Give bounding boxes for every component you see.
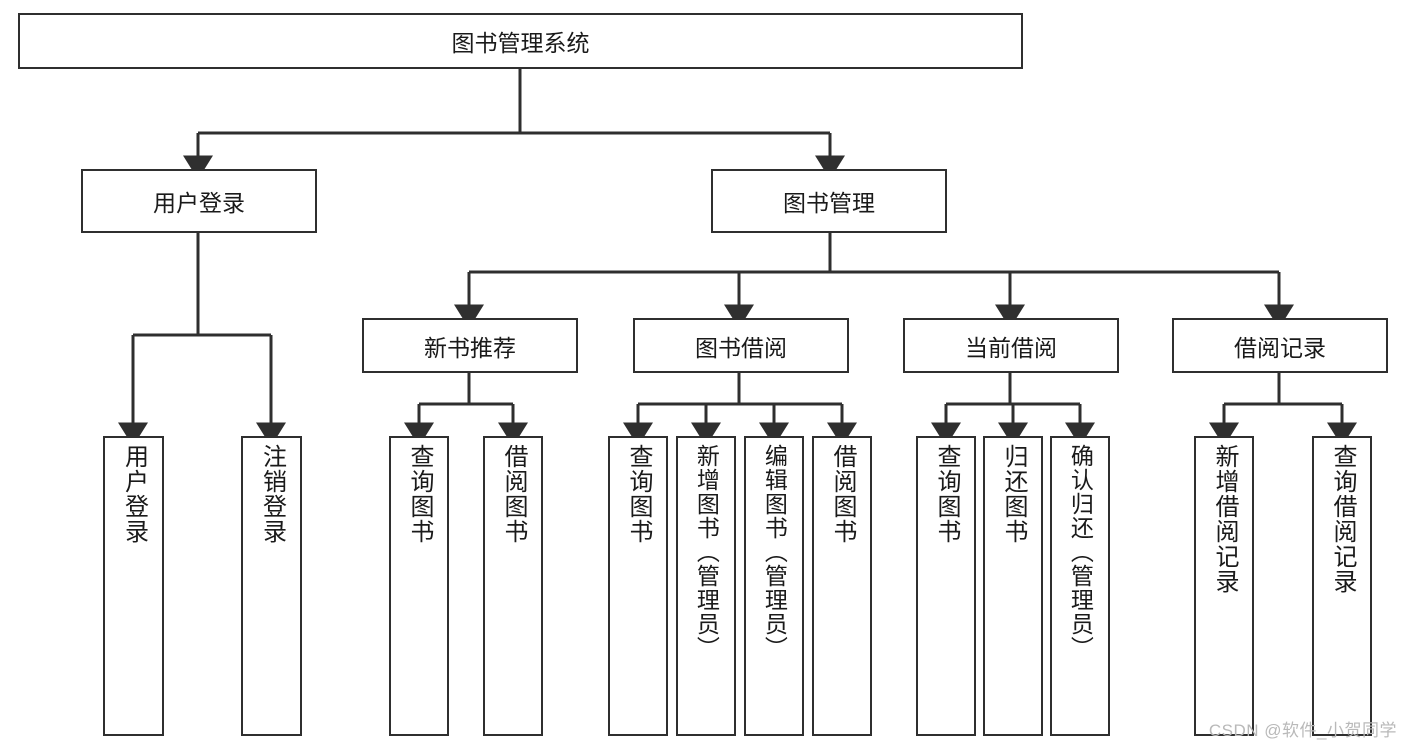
leaf-label: 查询图书: [624, 444, 652, 544]
leaf-label: 查询图书: [405, 444, 433, 544]
watermark: CSDN @软件_小贺同学: [1208, 721, 1397, 740]
leaf-label: 查询图书: [932, 444, 960, 544]
node-leaf-confirm-return[interactable]: 确认归还（管理员）: [1050, 436, 1110, 736]
node-book-borrow-label: 图书借阅: [695, 334, 787, 361]
node-current-borrow-label: 当前借阅: [965, 334, 1057, 361]
node-book-manage[interactable]: 图书管理: [711, 169, 947, 233]
node-root-label: 图书管理系统: [451, 30, 590, 56]
node-leaf-add-book[interactable]: 新增图书（管理员）: [676, 436, 736, 736]
node-leaf-query-record[interactable]: 查询借阅记录: [1312, 436, 1372, 736]
node-leaf-edit-book[interactable]: 编辑图书（管理员）: [744, 436, 804, 736]
node-leaf-logout-login[interactable]: 注销登录: [241, 436, 302, 736]
node-leaf-borrow-book-1[interactable]: 借阅图书: [483, 436, 543, 736]
node-root[interactable]: 图书管理系统: [18, 13, 1023, 69]
node-leaf-user-login[interactable]: 用户登录: [103, 436, 164, 736]
node-borrow-record-label: 借阅记录: [1234, 334, 1326, 361]
leaf-label: 归还图书: [999, 444, 1027, 544]
leaf-label: 查询借阅记录: [1328, 444, 1356, 594]
leaf-label: 借阅图书: [828, 444, 856, 544]
node-user-login-label: 用户登录: [153, 190, 245, 216]
node-new-book-rec-label: 新书推荐: [424, 334, 516, 361]
leaf-label: 注销登录: [258, 444, 286, 544]
node-book-manage-label: 图书管理: [783, 190, 875, 216]
leaf-label: 确认归还（管理员）: [1067, 444, 1094, 660]
node-borrow-record[interactable]: 借阅记录: [1172, 318, 1388, 373]
node-current-borrow[interactable]: 当前借阅: [903, 318, 1119, 373]
node-leaf-add-record[interactable]: 新增借阅记录: [1194, 436, 1254, 736]
node-leaf-query-book-3[interactable]: 查询图书: [916, 436, 976, 736]
node-leaf-borrow-book-2[interactable]: 借阅图书: [812, 436, 872, 736]
node-leaf-query-book-1[interactable]: 查询图书: [389, 436, 449, 736]
node-leaf-query-book-2[interactable]: 查询图书: [608, 436, 668, 736]
leaf-label: 用户登录: [120, 444, 148, 544]
node-new-book-rec[interactable]: 新书推荐: [362, 318, 578, 373]
leaf-label: 新增图书（管理员）: [693, 444, 720, 660]
leaf-label: 新增借阅记录: [1210, 444, 1238, 594]
leaf-label: 借阅图书: [499, 444, 527, 544]
leaf-label: 编辑图书（管理员）: [761, 444, 788, 660]
node-user-login[interactable]: 用户登录: [81, 169, 317, 233]
node-book-borrow[interactable]: 图书借阅: [633, 318, 849, 373]
node-leaf-return-book[interactable]: 归还图书: [983, 436, 1043, 736]
